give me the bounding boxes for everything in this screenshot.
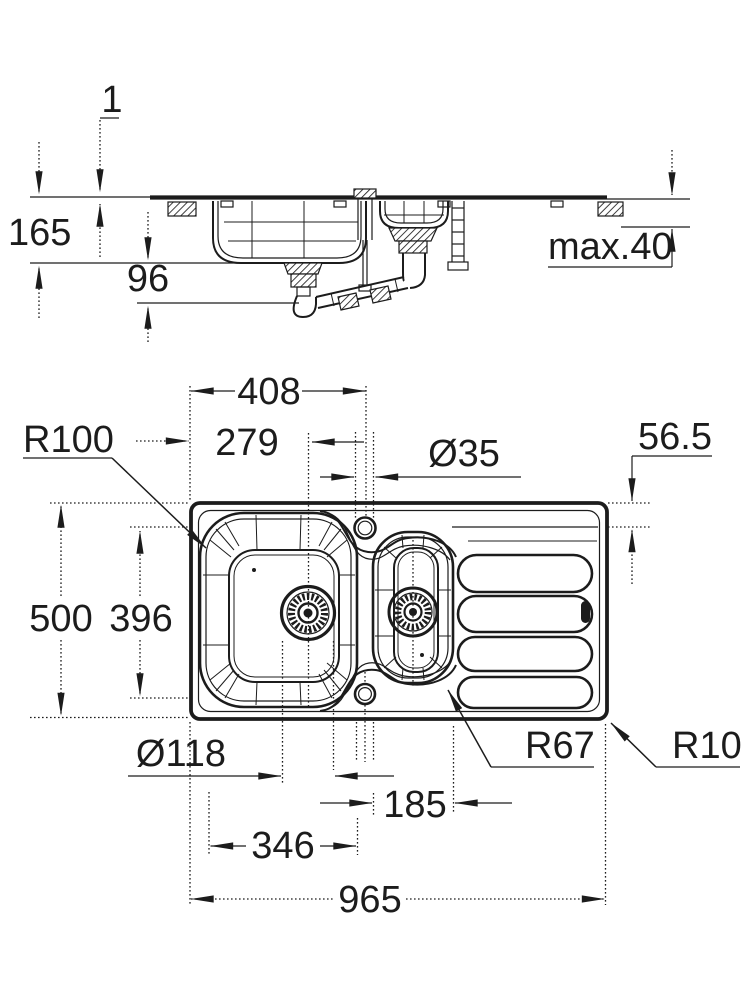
- dim-185-label: 185: [383, 784, 446, 826]
- drainer-hole: [581, 601, 590, 623]
- drainer-grooves: [456, 553, 594, 710]
- main-bowl-section-inner: [217, 201, 362, 259]
- main-bowl: [198, 511, 359, 709]
- dim-overall-width: 500: [29, 504, 93, 716]
- dim-396-label: 396: [109, 598, 172, 640]
- dim-o118-label: Ø118: [136, 733, 226, 775]
- dim-rim-height: 1: [96, 79, 123, 257]
- dim-bowl-width: 396: [109, 530, 173, 697]
- dim-drain-diameter: Ø118: [128, 733, 394, 780]
- dim-r10-label: R10: [672, 725, 742, 767]
- overflow-standpipe: [447, 201, 469, 271]
- dim-max-counter-thickness: max.40: [548, 150, 676, 268]
- dim-max-counter-thickness-label: max.40: [548, 226, 673, 268]
- dim-bowl-length: 346: [208, 792, 357, 867]
- extension-lines: [30, 386, 652, 905]
- small-drain-assembly: [388, 227, 438, 289]
- dim-tap-center-from-left: 408: [190, 371, 366, 413]
- dim-o35-label: Ø35: [428, 433, 500, 475]
- tap-hole-boss: [353, 188, 377, 199]
- side-section-view: 1 165 96 max.40: [8, 79, 690, 342]
- dim-r100-label: R100: [23, 419, 114, 461]
- dim-500-label: 500: [29, 598, 92, 640]
- main-drain-assembly: [283, 262, 323, 319]
- dim-bowl-corner-radius: R100: [23, 419, 207, 549]
- dim-tap-to-small-bowl: 185: [320, 784, 512, 826]
- dim-408-label: 408: [237, 371, 300, 413]
- worktop-cut-right: [597, 201, 624, 217]
- dim-tap-hole-diameter: Ø35: [320, 433, 521, 481]
- sink-outline: [189, 501, 609, 721]
- dim-965-label: 965: [338, 879, 401, 921]
- worktop-cut-left: [167, 201, 197, 217]
- dim-drain-center-from-left: 279: [136, 422, 364, 464]
- small-bowl-section-inner: [384, 201, 444, 224]
- dim-rim-height-label: 1: [101, 79, 122, 121]
- plan-view: 408 279 Ø35 56.5 R100: [23, 371, 742, 921]
- dim-trap-clearance-label: 96: [127, 258, 169, 300]
- dim-trap-clearance: 96: [127, 212, 169, 342]
- dim-279-label: 279: [215, 422, 278, 464]
- clip: [437, 200, 451, 208]
- main-bowl-section: [212, 201, 367, 264]
- waste-pipe: [315, 276, 409, 311]
- clip: [220, 200, 234, 208]
- clip: [333, 200, 347, 208]
- dim-565-label: 56.5: [638, 416, 712, 458]
- dim-outer-corner-radius: R10: [610, 722, 742, 768]
- tap-hole-top: [353, 516, 377, 540]
- dim-r67-label: R67: [525, 725, 595, 767]
- clip: [550, 200, 564, 208]
- dim-overall-length: 965: [190, 879, 605, 921]
- dim-waste-corner-radius: R67: [447, 689, 595, 768]
- dim-install-height-label: 165: [8, 212, 71, 254]
- tap-hole-bottom: [353, 682, 377, 706]
- dim-edge-ledge: 56.5: [628, 416, 712, 584]
- dim-install-height: 165: [8, 142, 71, 318]
- dim-346-label: 346: [251, 825, 314, 867]
- sink-rim-inner: [197, 509, 601, 713]
